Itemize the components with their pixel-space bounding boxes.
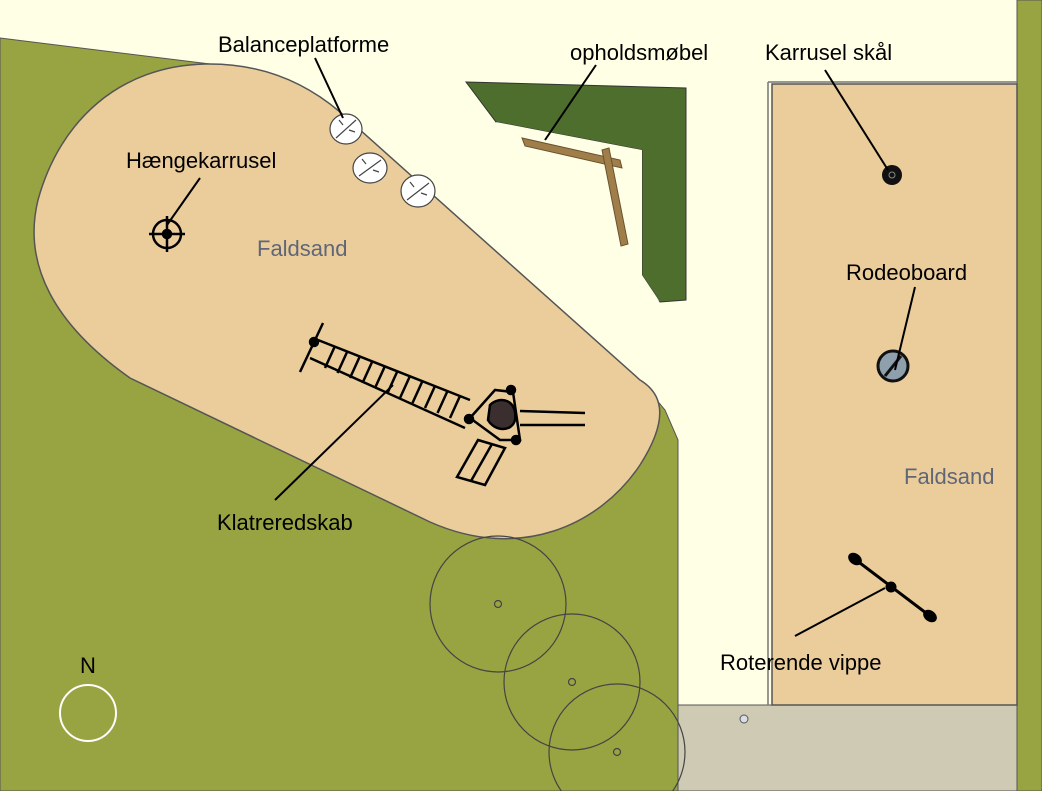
label-hang-carousel: Hængekarrusel [126,148,276,173]
trees [429,535,686,791]
seating-furniture [521,137,629,247]
label-climbing-frame: Klatreredskab [217,510,353,535]
label-rodeo-board: Rodeoboard [846,260,967,285]
rodeo-board-symbol [876,349,910,383]
grass-strip-right [1016,0,1042,791]
sand-area-right [771,83,1018,706]
pavement-area [677,704,1018,791]
climbing-rung [411,380,424,404]
area-label-sand-left: Faldsand [257,236,348,261]
compass-circle [59,684,117,742]
balance-platforms [329,113,436,208]
climbing-rung [361,360,374,384]
climbing-rung [348,355,362,379]
leader-lines [166,57,916,637]
label-rotating-seesaw: Roterende vippe [720,650,881,675]
climbing-rung [373,365,387,389]
climbing-rung [336,350,349,374]
label-seating-furniture: opholdsmøbel [570,40,708,65]
area-label-sand-right: Faldsand [904,464,995,489]
climbing-rung [423,385,437,409]
hang-carousel-symbol [149,216,185,252]
label-balance-platforms: Balanceplatforme [218,32,389,57]
drain-marker [739,714,749,724]
climbing-rung [448,395,462,419]
climbing-rung [398,375,412,399]
climbing-rung [323,345,337,369]
climbing-frame-symbol [298,322,586,487]
climbing-rung [436,390,449,414]
rotating-seesaw-symbol [848,552,937,623]
label-carousel-bowl: Karrusel skål [765,40,892,65]
carousel-bowl-symbol [882,165,902,185]
north-label: N [80,653,96,678]
